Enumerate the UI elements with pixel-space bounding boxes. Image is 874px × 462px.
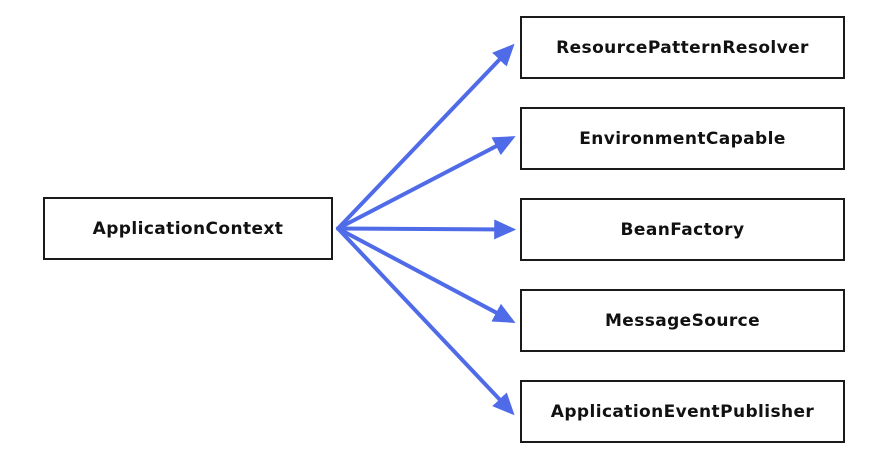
node-label: ApplicationEventPublisher bbox=[550, 401, 815, 422]
node-application-event-publisher: ApplicationEventPublisher bbox=[520, 380, 845, 443]
node-resource-pattern-resolver: ResourcePatternResolver bbox=[520, 16, 845, 79]
node-label: ApplicationContext bbox=[92, 218, 284, 239]
edge-arrow bbox=[336, 226, 516, 323]
node-environment-capable: EnvironmentCapable bbox=[520, 107, 845, 170]
node-application-context: ApplicationContext bbox=[43, 197, 333, 260]
node-label: BeanFactory bbox=[620, 219, 745, 240]
node-label: EnvironmentCapable bbox=[579, 128, 786, 149]
node-label: ResourcePatternResolver bbox=[556, 37, 809, 58]
edge-arrow bbox=[336, 219, 517, 240]
node-message-source: MessageSource bbox=[520, 289, 845, 352]
node-bean-factory: BeanFactory bbox=[520, 198, 845, 261]
edge-arrow bbox=[336, 43, 515, 231]
edge-arrow bbox=[336, 136, 516, 231]
edge-arrow bbox=[336, 226, 515, 416]
node-label: MessageSource bbox=[604, 310, 761, 331]
